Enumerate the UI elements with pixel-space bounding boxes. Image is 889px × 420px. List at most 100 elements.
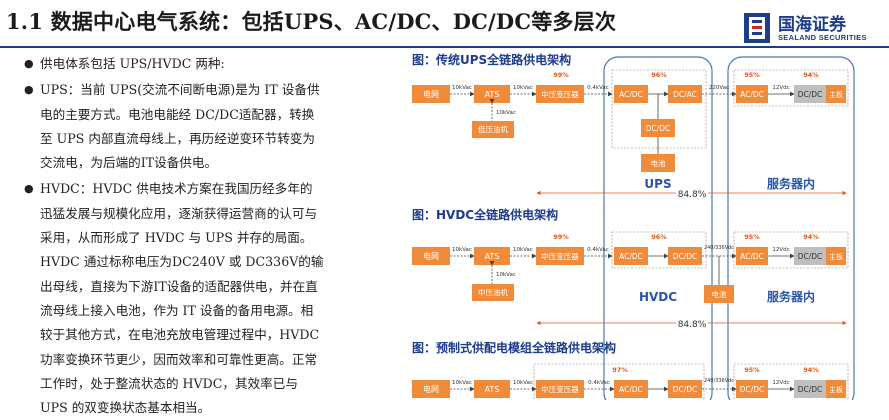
voltage-label: 12Vdc — [772, 85, 789, 91]
psu-label: AC/DC — [740, 252, 764, 261]
vrm-label: DC/DC — [798, 385, 823, 394]
voltage-label: 12Vdc — [772, 247, 789, 253]
battery-label: 电池 — [651, 158, 666, 168]
psu-box — [736, 380, 768, 398]
ats-box — [474, 380, 510, 398]
grid-box — [412, 247, 450, 265]
efficiency-label: 95% — [744, 366, 760, 374]
board-label: 主板 — [829, 252, 843, 261]
body-text: ● 供电体系包括 UPS/HVDC 两种: ● UPS：当前 UPS(交流不间断… — [22, 52, 367, 420]
efficiency-label: 99% — [553, 71, 569, 79]
dcdc-label: DC/DC — [673, 385, 698, 394]
vrm-box — [794, 85, 826, 103]
psu-box — [736, 85, 768, 103]
dcdc-label: DC/DC — [646, 124, 671, 133]
psu-label: DC/DC — [740, 385, 765, 394]
grid-label: 电网 — [423, 251, 439, 261]
efficiency-label: 94% — [803, 233, 819, 241]
transformer-box — [536, 85, 584, 103]
logo-chinese-name: 国海证券 — [778, 15, 846, 35]
ups-acdc-box — [614, 85, 648, 103]
grid-label: 电网 — [423, 384, 439, 394]
board-box — [826, 85, 846, 103]
acdc-label: AC/DC — [619, 90, 643, 99]
voltage-label: 10kVac — [452, 85, 472, 91]
battery-label: 电池 — [712, 289, 727, 299]
acdc-label: AC/DC — [619, 252, 643, 261]
transformer-label: 中压变压器 — [541, 384, 579, 394]
efficiency-label: 97% — [612, 366, 628, 374]
ups-battery-box — [641, 154, 675, 172]
voltage-label: 10kVac — [452, 247, 472, 253]
voltage-label: 0.4kVac — [587, 85, 609, 91]
company-logo: 国海证券 SEALAND SECURITIES — [742, 9, 882, 49]
bullet-hvdc: ● HVDC：HVDC 供电技术方案在我国历经多年的 迅猛发展与规模化应用，逐渐… — [22, 177, 367, 420]
hvdc-dcdc-box — [668, 247, 702, 265]
grid-box — [412, 85, 450, 103]
total-efficiency-label: 84.8% — [678, 320, 707, 330]
ats-label: ATS — [485, 385, 500, 394]
voltage-label: 240/336Vdc — [704, 378, 734, 384]
voltage-label: 10kVac — [513, 85, 533, 91]
zone-ups-hvdc-outline — [603, 56, 713, 400]
psu-box — [736, 247, 768, 265]
diagram3-title: 图：预制式供配电模组全链路供电架构 — [412, 340, 616, 355]
hvdc-battery-box — [704, 285, 734, 303]
efficiency-label: 94% — [803, 366, 819, 374]
grid-box — [412, 380, 450, 398]
ats-label: ATS — [485, 252, 500, 261]
bullet-intro: ● 供电体系包括 UPS/HVDC 两种: — [22, 52, 367, 76]
zone-ups-label: UPS — [644, 177, 671, 191]
generator-box — [472, 121, 514, 138]
zone-hvdc-label: HVDC — [639, 290, 677, 304]
voltage-label: 220Vac — [709, 85, 729, 91]
server-module-outline — [733, 69, 849, 107]
total-efficiency-label: 84.8% — [678, 190, 707, 200]
dcdc-label: DC/DC — [673, 252, 698, 261]
hvdc-acdc-box — [614, 247, 648, 265]
diagram1-title: 图：传统UPS全链路供电架构 — [412, 52, 571, 67]
transformer-label: 中压变压器 — [541, 89, 579, 99]
voltage-label: 0.4kVac — [588, 380, 610, 386]
vrm-label: DC/DC — [798, 252, 823, 261]
voltage-label: 12Vdc — [772, 380, 789, 386]
transformer-box — [536, 247, 584, 265]
header-rule — [0, 46, 889, 48]
transformer-label: 中压变压器 — [541, 251, 579, 261]
vrm-label: DC/DC — [798, 90, 823, 99]
server-module-outline — [733, 231, 849, 269]
ats-label: ATS — [485, 90, 500, 99]
generator-label: 中压油机 — [478, 287, 508, 297]
bullet-dot-icon: ● — [24, 83, 34, 97]
bullet-ups: ● UPS：当前 UPS(交流不间断电源)是为 IT 设备供 电的主要方式。电池… — [22, 78, 367, 175]
bullet-dot-icon: ● — [24, 182, 34, 196]
grid-label: 电网 — [423, 89, 439, 99]
board-box — [826, 247, 846, 265]
hvdc-module-outline — [611, 231, 707, 269]
dcac-label: DC/AC — [673, 90, 697, 99]
board-box — [826, 380, 846, 398]
vrm-box — [794, 380, 826, 398]
efficiency-label: 95% — [744, 71, 760, 79]
efficiency-label: 94% — [803, 71, 819, 79]
module-dcdc-box — [668, 380, 702, 398]
server-module-outline — [733, 363, 849, 400]
board-label: 主板 — [829, 385, 843, 394]
zone-server-outline — [727, 56, 855, 400]
voltage-label: 10kVac — [496, 272, 516, 278]
module-acdc-box — [614, 380, 648, 398]
bullet-dot-icon: ● — [24, 57, 34, 70]
board-label: 主板 — [829, 90, 843, 99]
zone-server-label: 服务器内 — [767, 289, 815, 304]
voltage-label: 10kVac — [452, 380, 472, 386]
sealand-logo-icon — [742, 11, 772, 45]
vrm-box — [794, 247, 826, 265]
transformer-box — [536, 380, 584, 398]
efficiency-label: 95% — [744, 233, 760, 241]
prefab-module-outline — [533, 363, 705, 400]
ups-dcdc-box — [641, 119, 675, 137]
ups-module-outline — [611, 69, 707, 149]
ups-dcac-box — [668, 85, 702, 103]
voltage-label: 240/336Vdc — [704, 245, 734, 251]
ats-box — [474, 85, 510, 103]
